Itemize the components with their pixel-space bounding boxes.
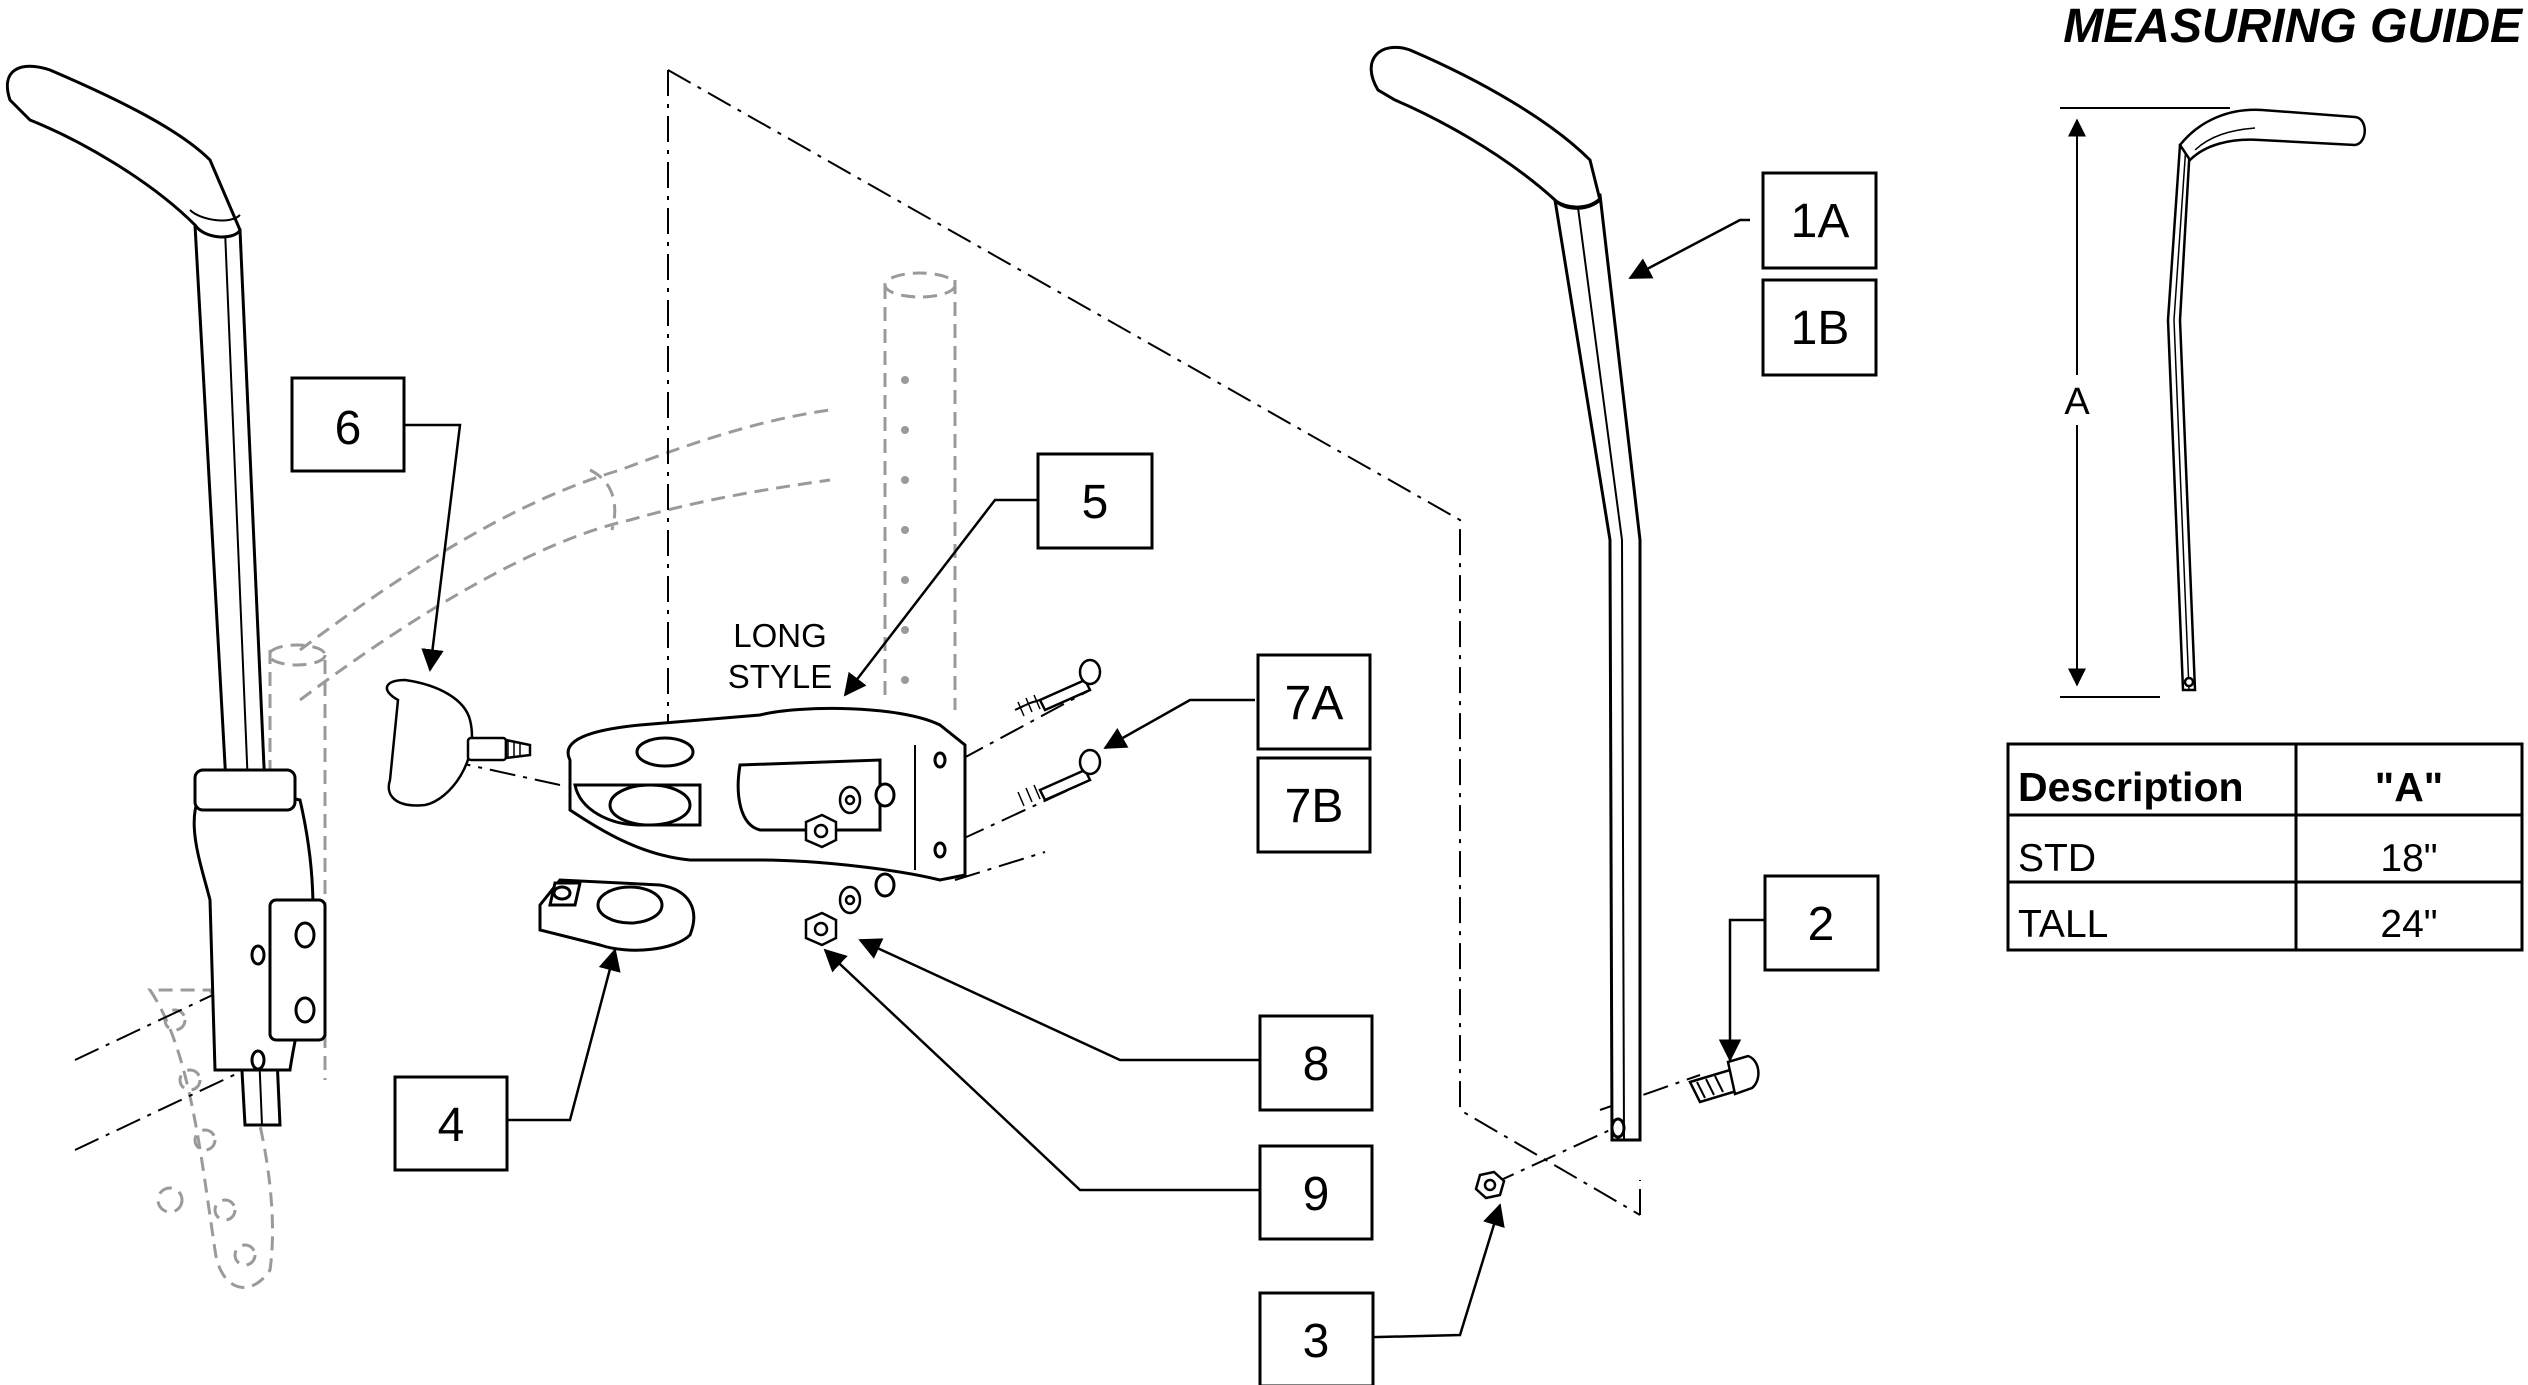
measurement-table: Description "A" STD 18" TALL 24"	[2006, 742, 2524, 952]
svg-text:3: 3	[1303, 1315, 1330, 1368]
bolt-7a	[1014, 658, 1102, 717]
dimension-label-bg	[2055, 375, 2099, 425]
left-push-handle	[5, 64, 327, 1127]
callout-4: 4	[393, 1075, 509, 1172]
svg-text:2: 2	[1808, 898, 1835, 951]
callout-1a: 1A	[1761, 171, 1878, 270]
nuts-9	[804, 813, 838, 947]
svg-text:5: 5	[1082, 476, 1109, 529]
callout-7b: 7B	[1256, 756, 1372, 854]
callout-2: 2	[1763, 874, 1880, 972]
svg-text:1B: 1B	[1791, 302, 1850, 355]
svg-text:6: 6	[335, 402, 362, 455]
guide-handle-drawing	[2166, 108, 2366, 692]
push-handle-1a-1b	[1369, 45, 1642, 1142]
knob-6	[385, 678, 532, 807]
callout-7a: 7A	[1256, 653, 1372, 751]
callout-8: 8	[1258, 1014, 1374, 1112]
bolt-7b	[1017, 748, 1102, 807]
table-cell-tall-value: 24"	[2380, 903, 2437, 946]
guide-title: MEASURING GUIDE	[2063, 0, 2524, 53]
note-style-line2: STYLE	[728, 658, 833, 695]
table-header-description: Description	[2018, 764, 2244, 810]
table-cell-std-value: 18"	[2380, 837, 2437, 880]
clamp-5	[566, 706, 967, 898]
table-header-a: "A"	[2375, 764, 2444, 810]
washers-8	[838, 785, 862, 915]
svg-text:8: 8	[1303, 1038, 1330, 1091]
screw-2	[1688, 1054, 1760, 1104]
callout-5: 5	[1036, 452, 1154, 550]
svg-text:9: 9	[1303, 1168, 1330, 1221]
callout-9: 9	[1258, 1144, 1374, 1241]
svg-text:4: 4	[438, 1099, 465, 1152]
callout-3: 3	[1258, 1291, 1375, 1385]
table-cell-tall: TALL	[2018, 903, 2108, 946]
callout-6: 6	[290, 376, 406, 473]
nut-3	[1474, 1170, 1506, 1200]
dimension-a-label: A	[2064, 381, 2090, 423]
svg-text:7B: 7B	[1285, 780, 1344, 833]
svg-text:7A: 7A	[1285, 677, 1344, 730]
svg-text:1A: 1A	[1791, 195, 1850, 248]
note-style-line1: LONG	[733, 617, 827, 654]
table-cell-std: STD	[2018, 837, 2096, 880]
assembly-lines	[74, 69, 1701, 1216]
callout-1b: 1B	[1761, 278, 1878, 377]
collar-4	[538, 878, 696, 952]
ghost-frame-holes	[901, 376, 909, 684]
